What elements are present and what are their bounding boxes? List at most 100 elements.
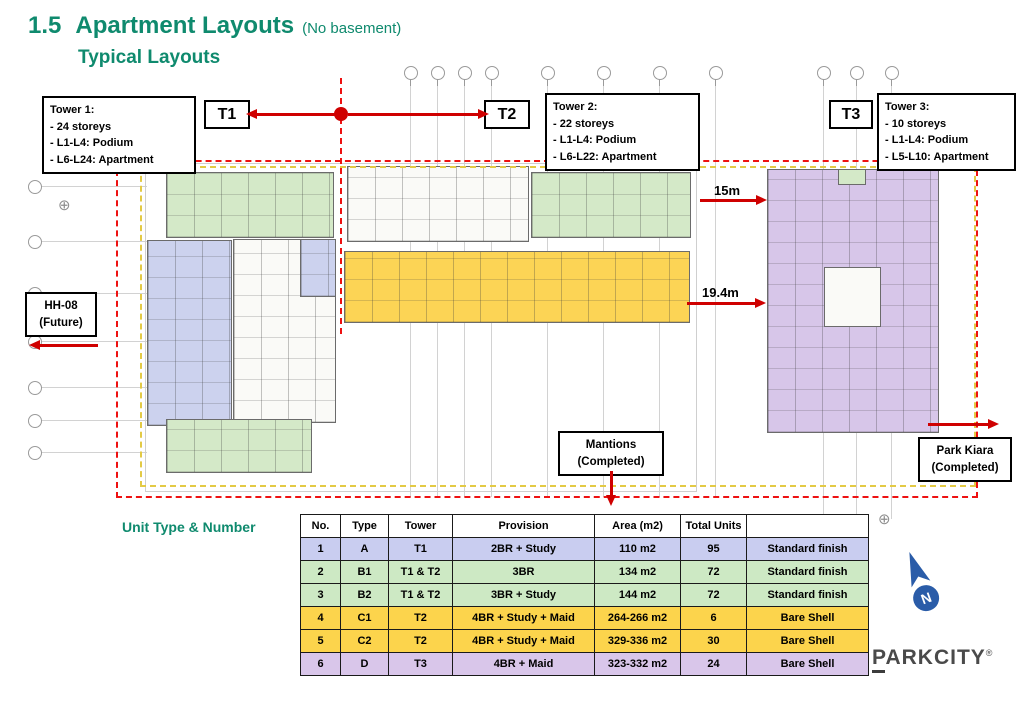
t2-span-arrow xyxy=(348,109,489,119)
survey-marker-icon: ⊕ xyxy=(878,511,891,528)
logo-initial: P xyxy=(872,646,886,673)
park-kiara-status: (Completed) xyxy=(931,461,999,474)
park-kiara-name: Park Kiara xyxy=(936,445,994,457)
page-header: 1.5 Apartment Layouts (No basement) Typi… xyxy=(28,12,401,69)
grid-bubble xyxy=(404,66,418,86)
t2-yellow-units xyxy=(344,251,690,323)
grid-bubble xyxy=(817,66,831,86)
grid-line xyxy=(42,341,147,342)
info-line: - L5-L10: Apartment xyxy=(885,150,989,163)
t1-label-box: T1 xyxy=(204,100,250,129)
t1-south-green-units xyxy=(166,419,312,473)
t3-label-box: T3 xyxy=(829,100,873,129)
grid-bubble xyxy=(885,66,899,86)
grid-bubble xyxy=(850,66,864,86)
table-row: 3 B2 T1 & T2 3BR + Study 144 m2 72 Stand… xyxy=(300,583,869,607)
tower2-info-box: Tower 2: - 22 storeys - L1-L4: Podium - … xyxy=(545,93,700,171)
info-line: - 10 storeys xyxy=(885,117,947,130)
t2-north-units xyxy=(347,166,529,242)
mantions-arrow xyxy=(606,471,616,506)
mantions-name: Mantions xyxy=(585,439,637,451)
table-row: 5 C2 T2 4BR + Study + Maid 329-336 m2 30… xyxy=(300,629,869,653)
col-header: Total Units xyxy=(680,514,747,538)
grid-bubble xyxy=(458,66,472,86)
grid-bubble xyxy=(431,66,445,86)
tower3-info-box: Tower 3: - 10 storeys - L1-L4: Podium - … xyxy=(877,93,1016,171)
center-dot xyxy=(334,107,348,121)
north-arrow-icon: N xyxy=(909,552,940,612)
grid-bubble xyxy=(28,446,49,460)
section-number: 1.5 xyxy=(28,12,62,39)
tower-centerline xyxy=(340,78,342,334)
t1-span-arrow xyxy=(246,109,335,119)
grid-bubble xyxy=(28,180,49,194)
table-header-row: No. Type Tower Provision Area (m2) Total… xyxy=(300,514,869,538)
tower1-info-box: Tower 1: - 24 storeys - L1-L4: Podium - … xyxy=(42,96,196,174)
tower1-info-title: Tower 1: xyxy=(50,104,95,116)
table-row: 2 B1 T1 & T2 3BR 134 m2 72 Standard fini… xyxy=(300,560,869,584)
table-row: 6 D T3 4BR + Maid 323-332 m2 24 Bare She… xyxy=(300,652,869,676)
table-caption: Unit Type & Number xyxy=(122,519,256,535)
park-kiara-box: Park Kiara (Completed) xyxy=(918,437,1012,483)
t1-center-blue-units xyxy=(300,239,336,297)
t3-core xyxy=(824,267,881,327)
col-header: Provision xyxy=(452,514,595,538)
hh08-name: HH-08 xyxy=(44,300,78,312)
col-header xyxy=(746,514,869,538)
info-line: - 22 storeys xyxy=(553,117,615,130)
dimension-19-4m-arrow xyxy=(687,298,766,308)
grid-line xyxy=(42,452,147,453)
logo-registered-icon: ® xyxy=(985,648,994,658)
mantions-box: Mantions (Completed) xyxy=(558,431,664,477)
logo-rest: ARKCITY xyxy=(885,646,986,669)
unit-table: No. Type Tower Provision Area (m2) Total… xyxy=(300,514,869,676)
dimension-19-4m: 19.4m xyxy=(702,285,739,300)
grid-line xyxy=(42,387,147,388)
grid-bubble xyxy=(28,381,49,395)
table-row: 1 A T1 2BR + Study 110 m2 95 Standard fi… xyxy=(300,537,869,561)
north-compass: N xyxy=(895,548,947,625)
info-line: - L1-L4: Podium xyxy=(885,134,969,146)
col-header: Tower xyxy=(388,514,453,538)
grid-bubble xyxy=(597,66,611,86)
grid-line xyxy=(42,241,147,242)
page-title: Apartment Layouts xyxy=(75,12,295,39)
t2-label-box: T2 xyxy=(484,100,530,129)
page-subtitle: Typical Layouts xyxy=(78,47,221,68)
grid-bubble xyxy=(485,66,499,86)
tower2-info-title: Tower 2: xyxy=(553,101,598,113)
dimension-15m: 15m xyxy=(714,183,741,198)
survey-marker-icon: ⊕ xyxy=(58,197,71,214)
t1-west-blue-units xyxy=(147,240,232,426)
t2-green-units xyxy=(531,172,691,238)
info-line: - L6-L22: Apartment xyxy=(553,150,657,163)
parkcity-logo: PARKCITY® xyxy=(872,646,994,673)
info-line: - L6-L24: Apartment xyxy=(50,153,154,166)
podium-outline xyxy=(145,163,697,492)
col-header: No. xyxy=(300,514,341,538)
mantions-status: (Completed) xyxy=(577,455,645,468)
info-line: - L1-L4: Podium xyxy=(553,134,637,146)
dimension-15m-arrow xyxy=(700,195,767,205)
grid-bubble xyxy=(653,66,667,86)
park-kiara-arrow xyxy=(928,419,999,429)
grid-line xyxy=(42,420,147,421)
col-header: Type xyxy=(340,514,389,538)
hh08-arrow xyxy=(29,340,98,350)
grid-line xyxy=(42,186,147,187)
hh08-box: HH-08 (Future) xyxy=(25,292,97,338)
t1-north-green-units xyxy=(166,172,334,238)
grid-bubble xyxy=(709,66,723,86)
grid-line xyxy=(715,86,716,497)
info-line: - 24 storeys xyxy=(50,120,112,133)
tower3-info-title: Tower 3: xyxy=(885,101,930,113)
table-row: 4 C1 T2 4BR + Study + Maid 264-266 m2 6 … xyxy=(300,606,869,630)
col-header: Area (m2) xyxy=(594,514,681,538)
grid-bubble xyxy=(28,414,49,428)
t3-green-strip xyxy=(838,169,866,185)
grid-bubble xyxy=(28,235,49,249)
grid-bubble xyxy=(541,66,555,86)
info-line: - L1-L4: Podium xyxy=(50,137,134,149)
hh08-status: (Future) xyxy=(39,316,83,329)
